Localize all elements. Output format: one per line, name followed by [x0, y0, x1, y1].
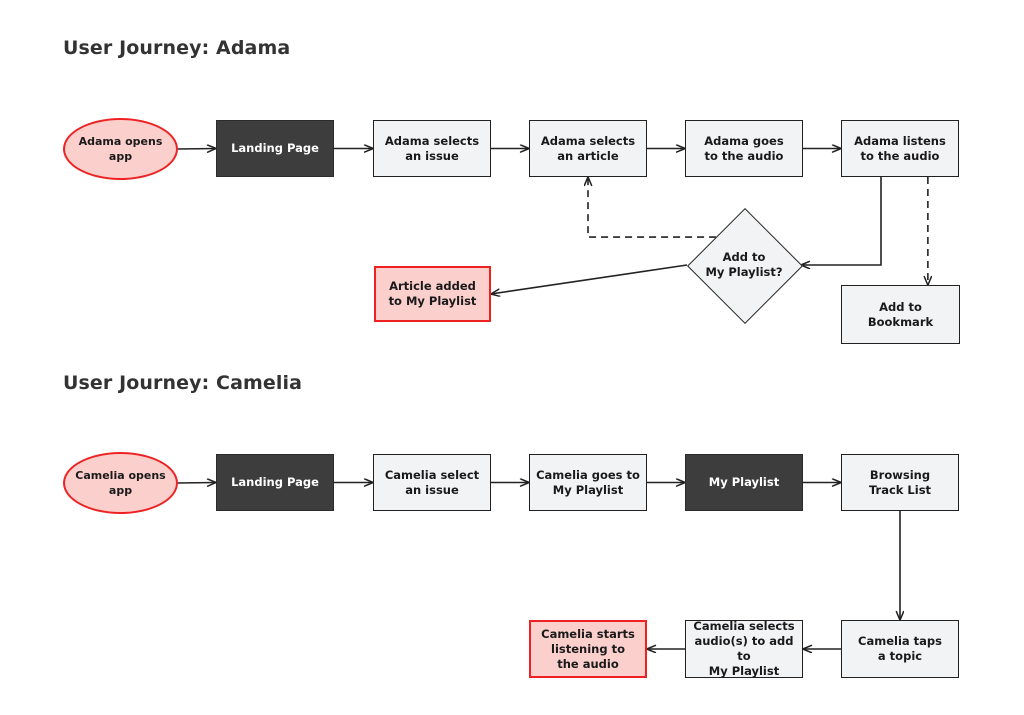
node-c-landing[interactable]: Landing Page — [216, 454, 334, 511]
node-a-start[interactable]: Adama opens app — [63, 118, 178, 180]
node-label: Camelia opens app — [75, 469, 166, 497]
node-c-playlist[interactable]: My Playlist — [685, 454, 803, 511]
node-label: Landing Page — [231, 475, 319, 489]
edge-c-start-to-c-landing — [177, 483, 216, 484]
node-label: Landing Page — [231, 141, 319, 155]
node-a-landing[interactable]: Landing Page — [216, 120, 334, 177]
node-label: My Playlist — [708, 475, 780, 489]
journey-title-adama: User Journey: Adama — [63, 37, 291, 59]
edge-a-listens-to-a-decide — [801, 177, 882, 265]
node-c-start[interactable]: Camelia opens app — [63, 452, 178, 514]
node-label: Adama opens app — [78, 135, 163, 163]
edge-a-decide-to-a-added — [491, 264, 688, 294]
edge-a-start-to-a-landing — [177, 149, 216, 150]
journey-title-camelia: User Journey: Camelia — [63, 372, 303, 394]
